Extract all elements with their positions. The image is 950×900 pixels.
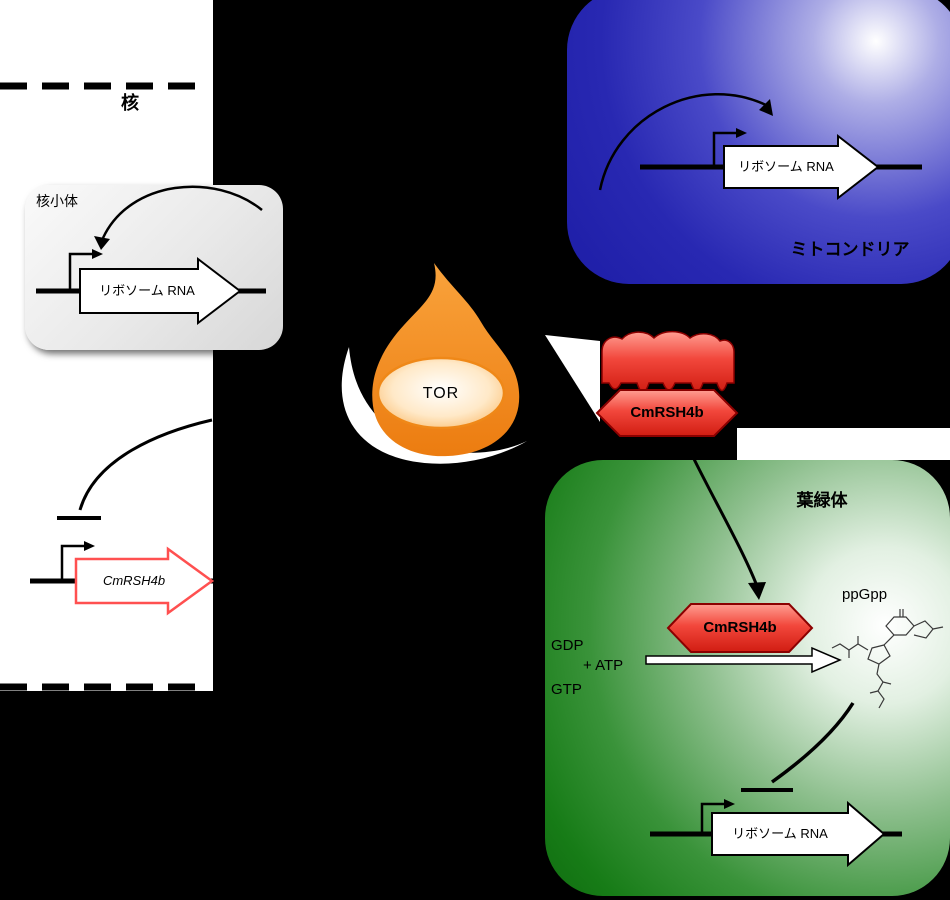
rrna-block-arrow [711,800,886,868]
cytosol-cmrsh4b-badge [595,330,739,437]
rrna-block-arrow [79,256,242,326]
nucleus-cmrsh4b-gene [30,418,216,616]
nucleolus-rrna-gene [36,185,266,326]
background-patch-right [737,428,950,460]
drip-blob [601,330,735,393]
promoter-arrow [68,252,92,289]
import-arrow [690,454,759,587]
chloroplast-cmrsh4b-hexagon [666,603,814,653]
reaction-arrow [645,646,842,674]
mitochondria-region [567,0,950,284]
activation-arrow [598,92,769,191]
inhibition-line [78,418,213,511]
activation-arrow [101,185,263,239]
rrna-block-arrow [723,133,880,201]
nucleolus-region [25,185,283,350]
chloroplast-rrna-gene [650,799,902,868]
tor-ellipse [376,356,506,430]
ppgpp-inhibition-line [770,702,855,784]
promoter-arrow [60,544,84,579]
promoter-arrow [712,131,736,165]
mitochondria-rrna-gene [598,92,922,201]
ppgpp-structure [831,609,944,709]
cmrsh4b-block-arrow [74,546,215,616]
promoter-arrow [700,802,724,832]
background-patch-left [545,335,600,422]
cmrsh4b-hexagon [595,389,739,437]
tor-flame [341,263,527,464]
